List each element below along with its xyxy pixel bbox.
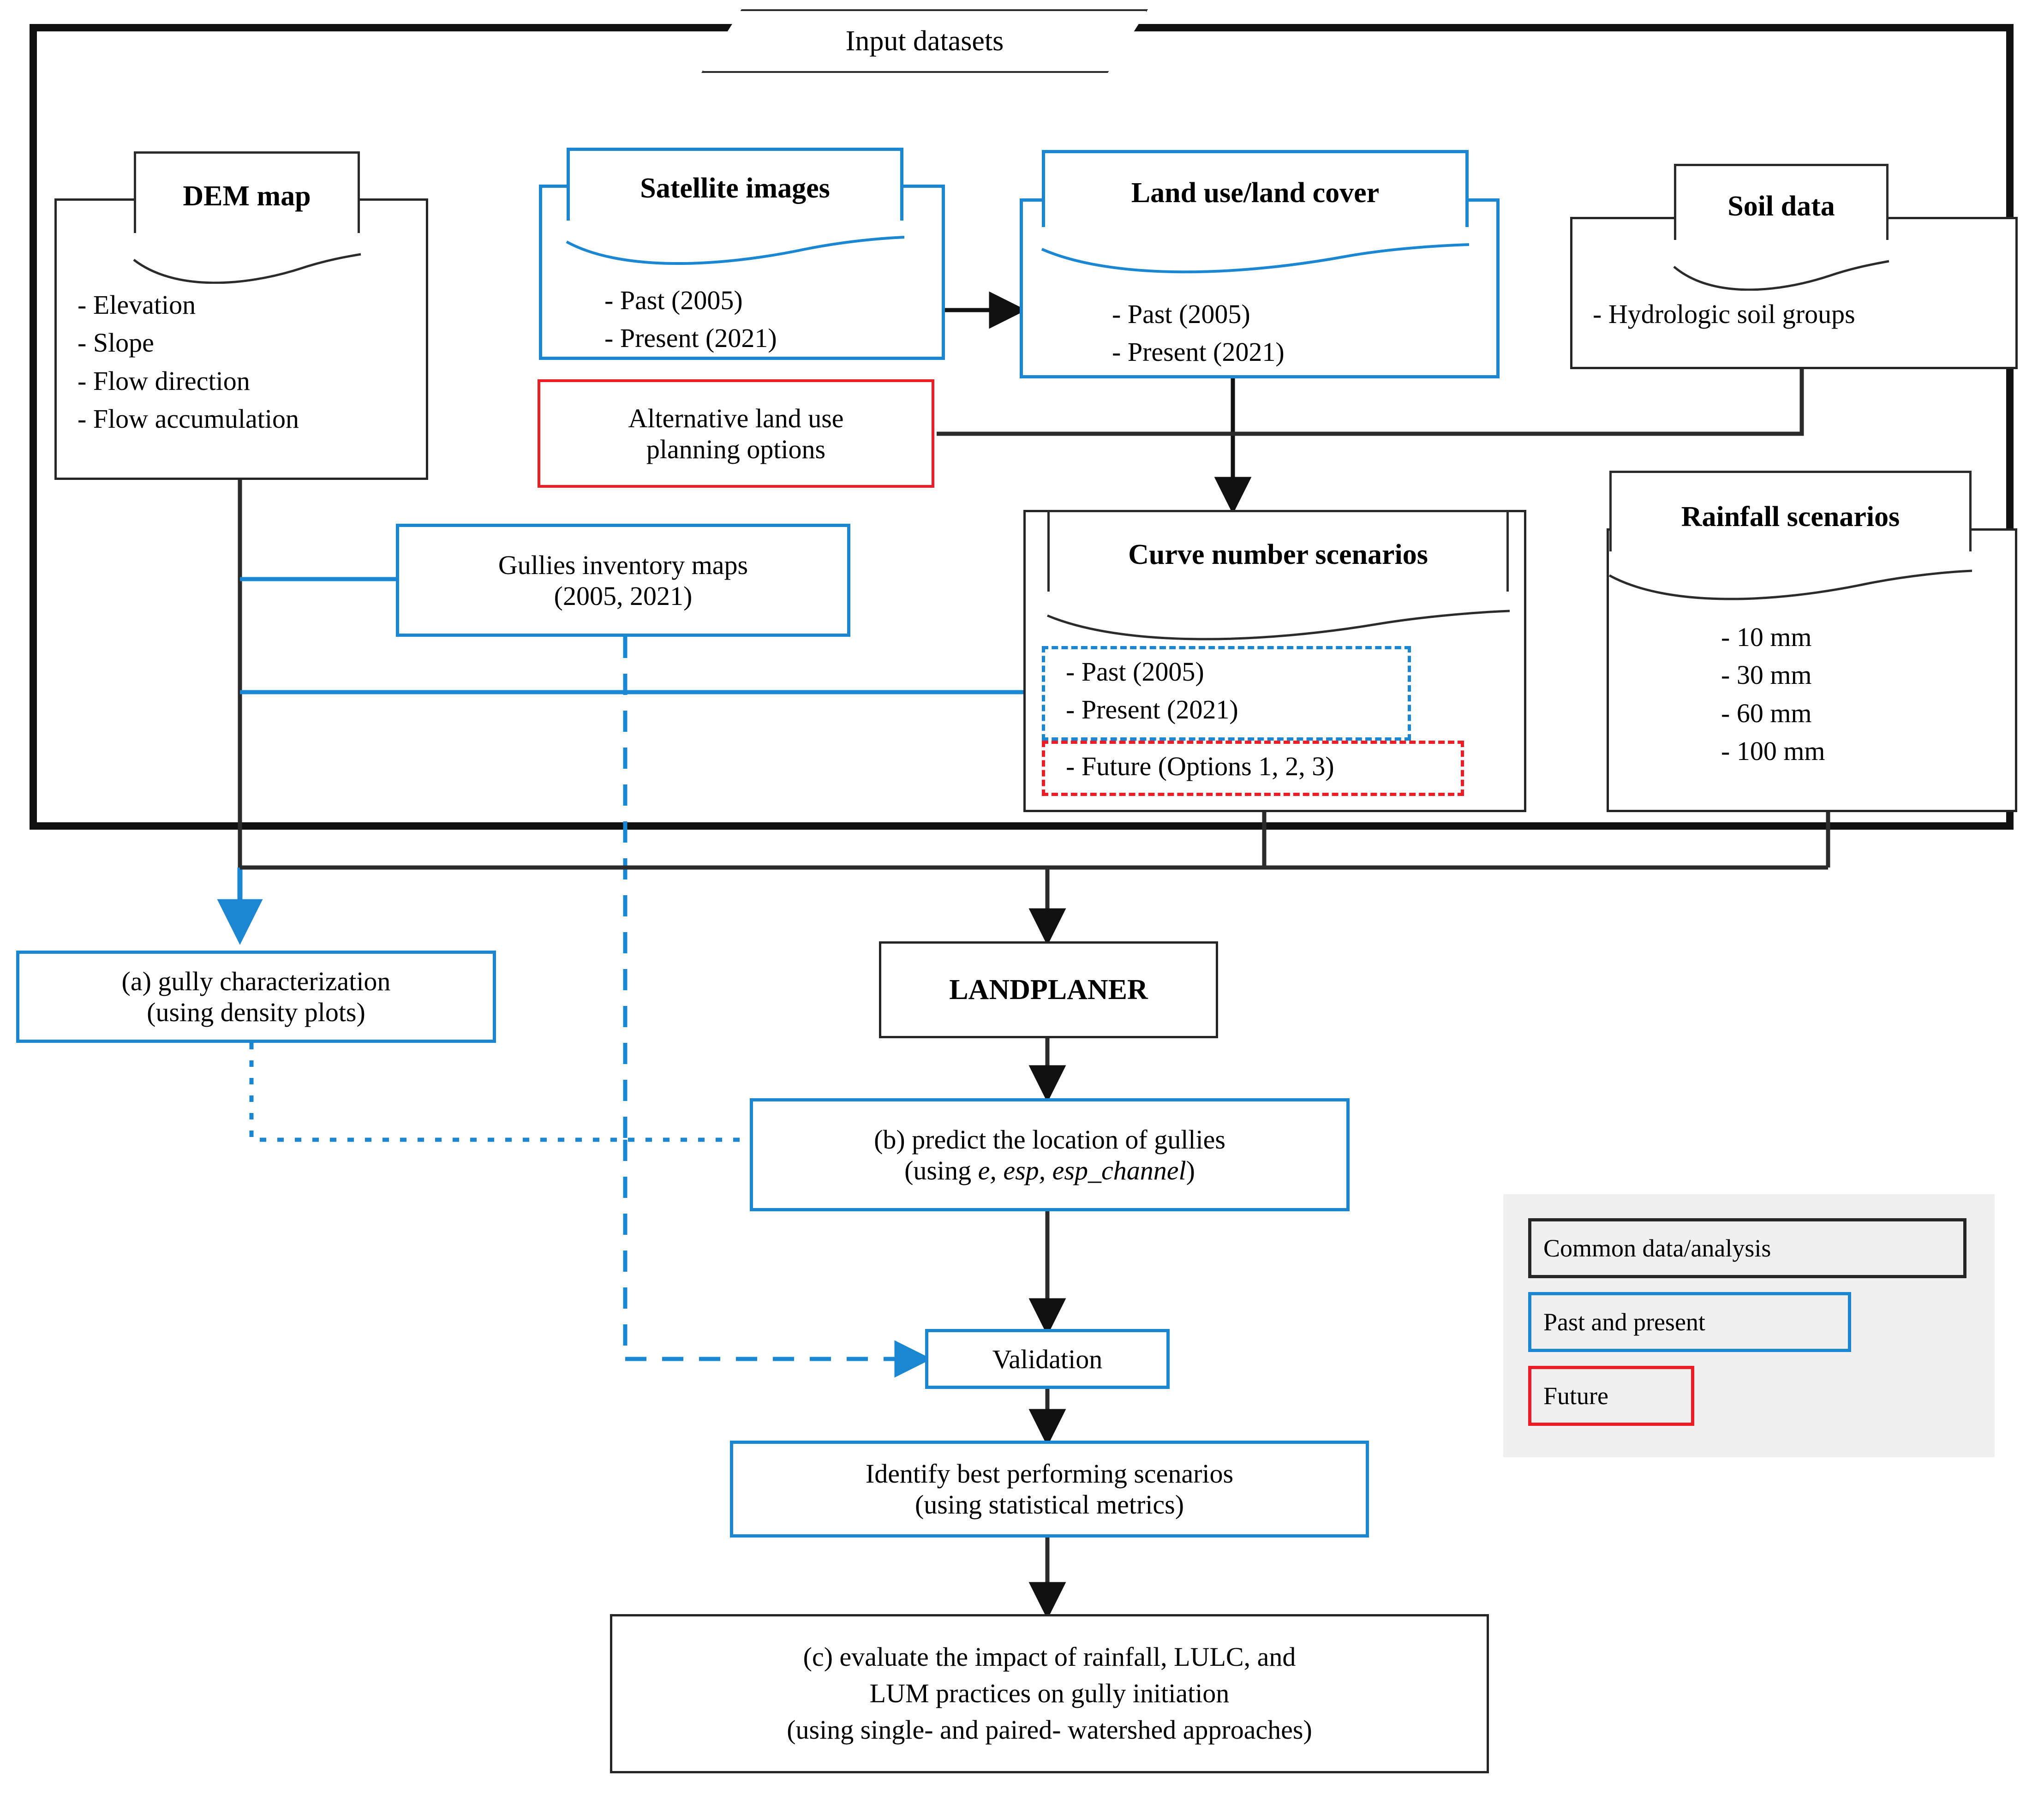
legend-item-common: Common data/analysis xyxy=(1528,1218,1966,1278)
lulc-wave-bottom xyxy=(1041,227,1470,274)
satellite-wave-bottom xyxy=(566,221,905,265)
validation-label: Validation xyxy=(992,1344,1103,1374)
legend-item-future: Future xyxy=(1528,1366,1694,1426)
dem-map-header: DEM map xyxy=(134,151,360,239)
curve-number-wave-bottom xyxy=(1047,592,1510,640)
predict-suffix: ) xyxy=(1186,1155,1195,1185)
soil-data-title: Soil data xyxy=(1727,191,1835,222)
soil-data-header: Soil data xyxy=(1674,164,1889,247)
alternative-land-use-box[interactable]: Alternative land use planning options xyxy=(538,379,934,488)
evaluate-impact-box[interactable]: (c) evaluate the impact of rainfall, LUL… xyxy=(610,1614,1489,1773)
satellite-images-title: Satellite images xyxy=(640,173,830,204)
dem-wave-bottom xyxy=(133,233,361,284)
identify-scenarios-box[interactable]: Identify best performing scenarios (usin… xyxy=(730,1441,1369,1538)
identify-scenarios-label: Identify best performing scenarios (usin… xyxy=(865,1459,1234,1520)
lulc-header: Land use/land cover xyxy=(1042,150,1469,233)
predict-prefix: (using xyxy=(904,1155,978,1185)
satellite-images-items: - Past (2005) - Present (2021) xyxy=(604,285,777,353)
lulc-items: - Past (2005) - Present (2021) xyxy=(1112,299,1285,367)
legend-label-past-present: Past and present xyxy=(1543,1308,1705,1336)
curve-number-header: Curve number scenarios xyxy=(1047,510,1509,598)
legend-item-past-present: Past and present xyxy=(1528,1292,1851,1352)
lulc-title: Land use/land cover xyxy=(1131,177,1380,209)
rainfall-scenarios-items: - 10 mm - 30 mm - 60 mm - 100 mm xyxy=(1721,622,1825,766)
predict-gullies-line1: (b) predict the location of gullies xyxy=(874,1124,1225,1155)
evaluate-impact-label: (c) evaluate the impact of rainfall, LUL… xyxy=(787,1642,1312,1745)
soil-data-items: - Hydrologic soil groups xyxy=(1593,299,1855,329)
curve-number-title: Curve number scenarios xyxy=(1128,539,1428,570)
predict-variables: e, esp, esp_channel xyxy=(978,1155,1186,1185)
dem-map-items: - Elevation - Slope - Flow direction - F… xyxy=(78,290,299,434)
soil-wave-bottom xyxy=(1673,240,1889,291)
curve-number-past-present: - Past (2005) - Present (2021) xyxy=(1066,657,1238,725)
rainfall-scenarios-header: Rainfall scenarios xyxy=(1609,471,1972,561)
legend-label-common: Common data/analysis xyxy=(1543,1234,1771,1262)
curve-number-future: - Future (Options 1, 2, 3) xyxy=(1066,751,1334,781)
legend-label-future: Future xyxy=(1543,1382,1608,1410)
alternative-land-use-label: Alternative land use planning options xyxy=(628,403,844,464)
gullies-inventory-label: Gullies inventory maps (2005, 2021) xyxy=(498,550,748,611)
landplaner-label: LANDPLANER xyxy=(949,974,1148,1005)
satellite-images-header: Satellite images xyxy=(567,148,903,226)
input-datasets-title: Input datasets xyxy=(701,9,1148,73)
rainfall-wave-bottom xyxy=(1608,551,1972,600)
validation-box[interactable]: Validation xyxy=(925,1329,1170,1389)
predict-gullies-box[interactable]: (b) predict the location of gullies (usi… xyxy=(750,1098,1350,1211)
gully-characterization-box[interactable]: (a) gully characterization (using densit… xyxy=(16,951,496,1043)
gullies-inventory-box[interactable]: Gullies inventory maps (2005, 2021) xyxy=(396,524,850,637)
dem-map-title: DEM map xyxy=(183,180,311,212)
input-datasets-label: Input datasets xyxy=(845,25,1004,57)
rainfall-scenarios-title: Rainfall scenarios xyxy=(1681,501,1900,533)
predict-gullies-line2: (using e, esp, esp_channel) xyxy=(904,1155,1195,1186)
landplaner-box[interactable]: LANDPLANER xyxy=(879,941,1218,1038)
gully-characterization-label: (a) gully characterization (using densit… xyxy=(121,966,391,1027)
